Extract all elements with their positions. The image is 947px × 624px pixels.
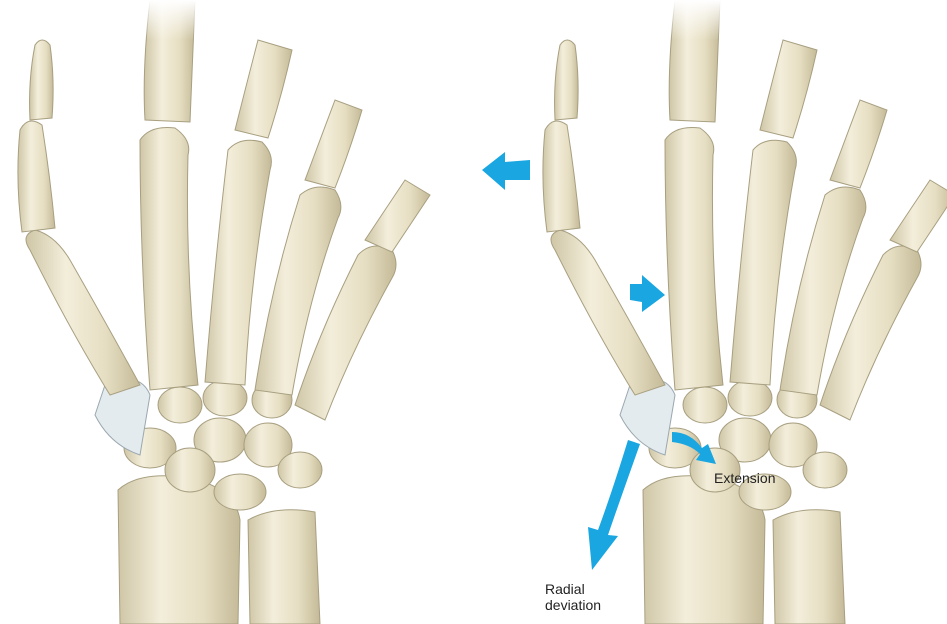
radial-deviation-line1: Radial xyxy=(545,581,601,597)
radial-deviation-line2: deviation xyxy=(545,597,601,613)
radial-deviation-label: Radial deviation xyxy=(545,581,601,613)
extension-label: Extension xyxy=(714,470,775,486)
